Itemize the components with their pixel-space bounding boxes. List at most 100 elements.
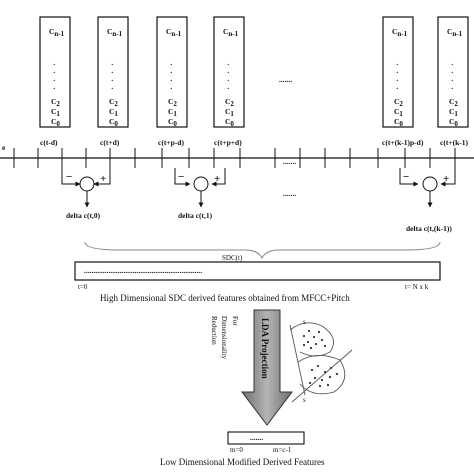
svg-text:Reduction: Reduction xyxy=(210,316,218,345)
frame-label: c(t-d) xyxy=(40,138,58,147)
adder-3 xyxy=(399,168,456,208)
svg-text:Dimensionality: Dimensionality xyxy=(220,316,228,360)
svg-text:·: · xyxy=(170,76,173,85)
projection-line xyxy=(289,324,306,396)
coef-c0: C0 xyxy=(449,117,458,128)
projection-line-2 xyxy=(291,349,353,403)
svg-text:·: · xyxy=(227,60,230,69)
low-dim-caption: Low Dimensional Modified Derived Feature… xyxy=(160,457,325,467)
coef-c2: C2 xyxy=(449,97,458,108)
svg-text:·: · xyxy=(451,84,454,93)
time-axis: e c(t-d) c(t+d) c(t+p-d) c(t+p+d) c(t+(k… xyxy=(0,138,474,168)
feature-vector-4: Cn-1 · · · · C2 C1 C0 xyxy=(213,16,245,128)
svg-text:·: · xyxy=(396,68,399,77)
svg-text:·: · xyxy=(53,84,56,93)
m-end-label: m=c-1 xyxy=(273,446,292,454)
coef-c2: C2 xyxy=(168,97,177,108)
coef-c0: C0 xyxy=(394,117,403,128)
coef-top: Cn-1 xyxy=(107,27,123,38)
svg-text:·: · xyxy=(170,84,173,93)
coef-c0: C0 xyxy=(225,117,234,128)
adder-ellipsis: ....... xyxy=(283,189,296,198)
svg-text:·: · xyxy=(451,68,454,77)
low-dim-vector-box xyxy=(227,431,305,445)
coef-c1: C1 xyxy=(109,107,118,118)
time-axis-ellipsis: ....... xyxy=(283,157,296,166)
dimensionality-reduction-note: For Dimensionality Reduction xyxy=(210,316,239,360)
lda-label: LDA Projection xyxy=(260,318,270,379)
svg-text:·: · xyxy=(227,84,230,93)
coef-c1: C1 xyxy=(225,107,234,118)
time-axis-left-label: e xyxy=(2,143,6,152)
coef-c2: C2 xyxy=(51,97,60,108)
svg-text:·: · xyxy=(227,68,230,77)
plus-sign: + xyxy=(214,173,220,185)
frame-label: c(t+p-d) xyxy=(158,138,184,147)
svg-text:·: · xyxy=(396,76,399,85)
plus-sign: + xyxy=(443,173,449,185)
lda-arrow xyxy=(240,309,294,426)
svg-text:·: · xyxy=(111,68,114,77)
sdc-dots: ........................................… xyxy=(84,266,202,275)
vector-box xyxy=(382,16,414,128)
coef-c0: C0 xyxy=(51,117,60,128)
vector-box xyxy=(39,16,71,128)
frame-label: c(t+(k-1) xyxy=(440,138,469,147)
delta-label: delta c(t,1) xyxy=(178,211,213,220)
class-boundary-1 xyxy=(289,322,335,357)
coef-c2: C2 xyxy=(225,97,234,108)
coef-top: Cn-1 xyxy=(392,27,408,38)
feature-vector-1: Cn-1 · · · · C2 C1 C0 xyxy=(39,16,71,128)
high-dim-caption: High Dimensional SDC derived features ob… xyxy=(100,293,350,303)
svg-text:·: · xyxy=(53,76,56,85)
svg-text:·: · xyxy=(396,84,399,93)
svg-text:·: · xyxy=(53,68,56,77)
svg-text:·: · xyxy=(111,84,114,93)
svg-text:·: · xyxy=(396,60,399,69)
svg-text:·: · xyxy=(451,60,454,69)
coef-c1: C1 xyxy=(168,107,177,118)
coef-c1: C1 xyxy=(394,107,403,118)
t-start-label: t=0 xyxy=(78,283,88,291)
coef-c0: C0 xyxy=(109,117,118,128)
vector-box xyxy=(213,16,245,128)
minus-sign: − xyxy=(403,171,409,183)
svg-text:·: · xyxy=(451,76,454,85)
svg-text:·: · xyxy=(227,76,230,85)
time-ticks xyxy=(13,148,456,168)
coef-c1: C1 xyxy=(51,107,60,118)
grouping-brace xyxy=(84,241,441,260)
vector-box xyxy=(156,16,188,128)
plus-sign: + xyxy=(100,173,106,185)
coef-top: Cn-1 xyxy=(447,27,463,38)
feature-vector-2: Cn-1 · · · · C2 C1 C0 xyxy=(97,16,129,128)
minus-sign: − xyxy=(178,171,184,183)
summing-junction xyxy=(193,176,209,192)
sdc-label: SDC(t) xyxy=(222,254,243,262)
vector-box xyxy=(437,16,469,128)
svg-text:For: For xyxy=(231,316,239,326)
vector-box xyxy=(97,16,129,128)
sdc-vector-box xyxy=(74,261,441,281)
vertical-dots: · xyxy=(53,60,56,69)
minus-sign: − xyxy=(66,171,72,183)
coef-c0: C0 xyxy=(168,117,177,128)
scatter-points-class-1 xyxy=(302,329,327,350)
frame-label: c(t+p+d) xyxy=(214,138,242,147)
scatter-label: s xyxy=(303,396,306,404)
svg-text:·: · xyxy=(111,60,114,69)
class-boundary-2 xyxy=(297,355,346,395)
m-start-label: m=0 xyxy=(230,446,243,454)
feature-vector-3: Cn-1 · · · · C2 C1 C0 xyxy=(156,16,188,128)
coef-c2: C2 xyxy=(394,97,403,108)
coef-top: Cn-1 xyxy=(166,27,182,38)
delta-label: delta c(t,0) xyxy=(66,211,101,220)
adder-1 xyxy=(61,168,111,208)
coef-c2: C2 xyxy=(109,97,118,108)
frame-label: c(t+(k-1)p-d) xyxy=(382,138,424,147)
svg-text:·: · xyxy=(170,68,173,77)
coef-top: Cn-1 xyxy=(49,27,65,38)
coef-top: Cn-1 xyxy=(223,27,239,38)
scatter-label: s xyxy=(303,318,306,326)
